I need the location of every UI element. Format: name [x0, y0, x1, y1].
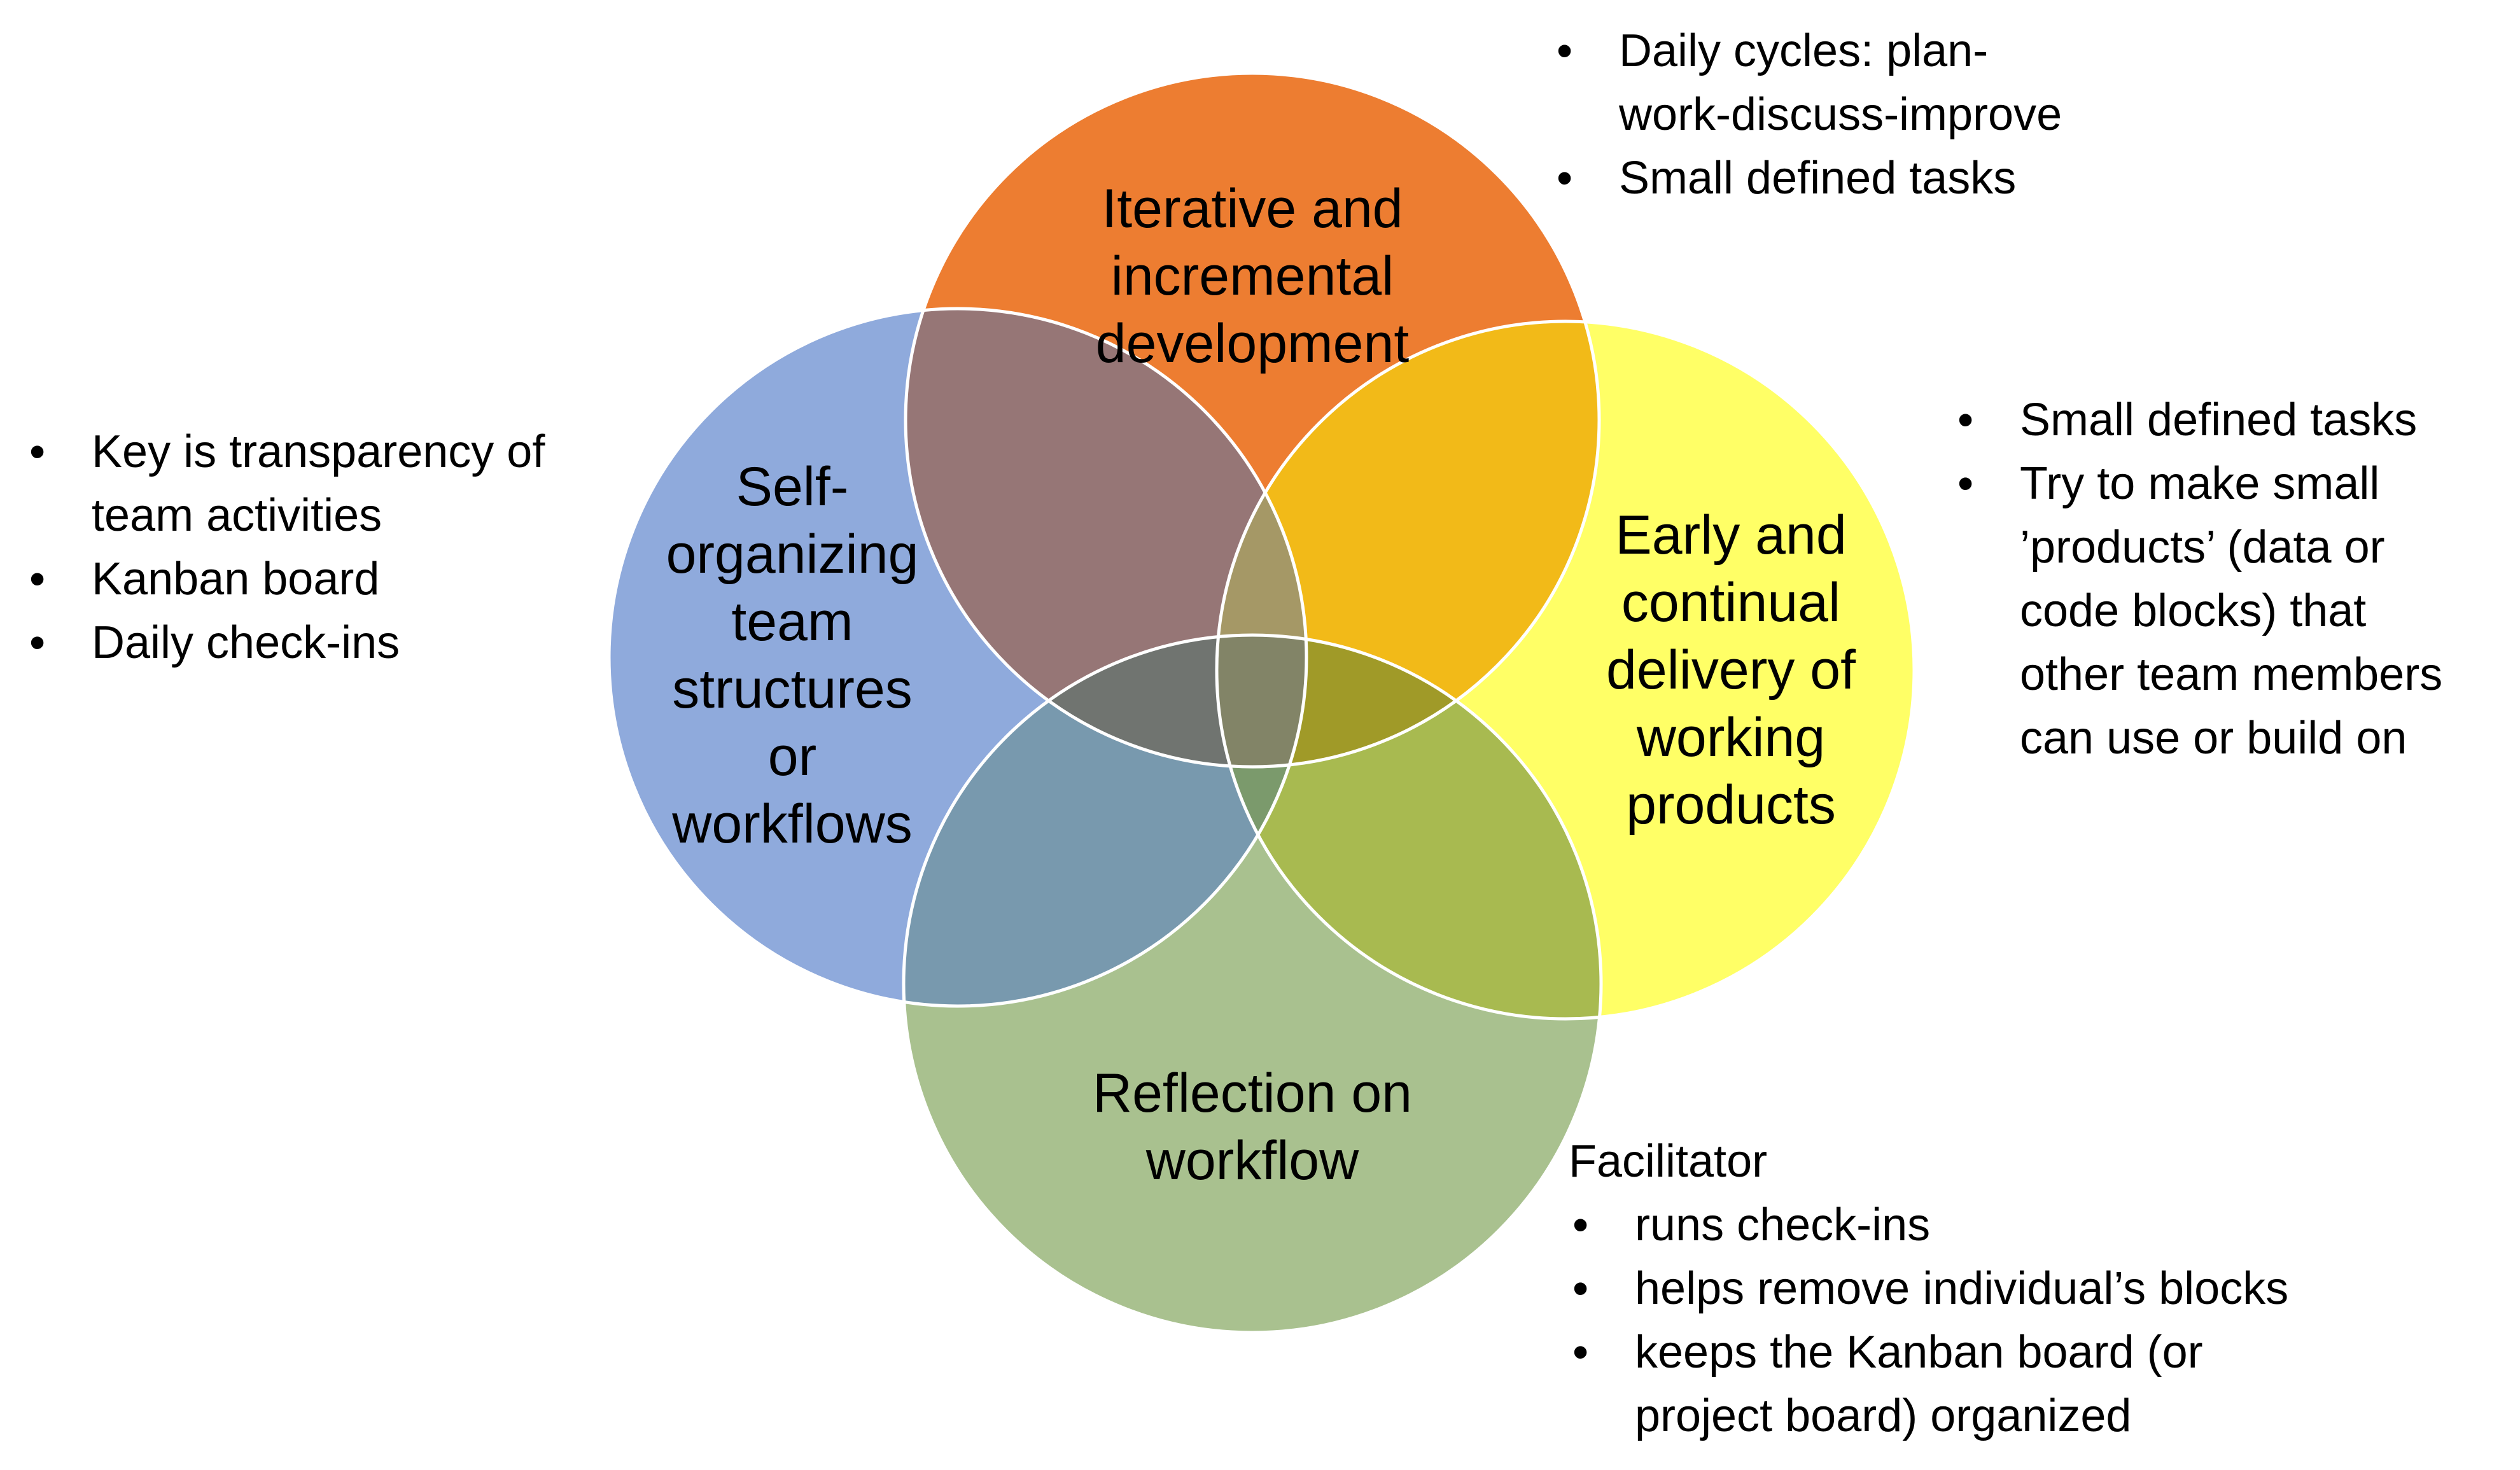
list-item: Key is transparency of	[25, 420, 545, 484]
list-item: Daily check-ins	[25, 611, 545, 675]
left-circle-label-line: Self-	[736, 456, 849, 517]
left-notes-list: Key is transparency of team activities K…	[25, 420, 545, 675]
list-item: Small defined tasks	[1954, 388, 2442, 452]
left-circle-label-line: workflows	[672, 794, 913, 855]
list-item-continuation: code blocks) that	[2020, 585, 2367, 636]
top-circle-label: Iterative and incremental development	[1061, 175, 1443, 377]
list-item-continuation: can use or build on	[2020, 713, 2407, 764]
list-item: keeps the Kanban board (or	[1569, 1320, 2288, 1384]
left-circle-label-line: organizing	[666, 524, 919, 585]
top-circle-label-line: incremental	[1110, 246, 1394, 307]
right-circle-label: Early and continual delivery of working …	[1578, 501, 1884, 839]
right-circle-label-line: continual	[1621, 572, 1841, 633]
list-item: Small defined tasks	[1553, 146, 2062, 210]
top-right-notes-list: Daily cycles: plan- work-discuss-improve…	[1553, 19, 2062, 210]
left-circle-outline	[607, 307, 1308, 1008]
list-item: Try to make small	[1954, 452, 2442, 515]
left-circle-label-line: or	[767, 726, 817, 787]
right-notes: Small defined tasks Try to make small ’p…	[1954, 388, 2442, 770]
top-circle-label-line: Iterative and	[1102, 178, 1403, 239]
right-circle-label-line: working	[1636, 707, 1826, 768]
list-item: helps remove individual’s blocks	[1569, 1257, 2288, 1320]
list-item-continuation: team activities	[92, 490, 382, 541]
facilitator-notes-list: runs check-ins helps remove individual’s…	[1569, 1193, 2288, 1448]
list-item-continuation: work-discuss-improve	[1619, 89, 2062, 140]
top-circle-outline	[904, 71, 1601, 769]
top-circle-label-line: development	[1095, 313, 1410, 374]
top-right-notes: Daily cycles: plan- work-discuss-improve…	[1553, 19, 2062, 210]
left-notes: Key is transparency of team activities K…	[25, 420, 545, 675]
list-item-continuation: project board) organized	[1635, 1390, 2132, 1441]
list-item: runs check-ins	[1569, 1193, 2288, 1257]
facilitator-heading: Facilitator	[1569, 1136, 1768, 1187]
right-circle-outline	[1215, 319, 1916, 1021]
list-item: Kanban board	[25, 547, 545, 611]
list-item-continuation: ’products’ (data or	[2020, 522, 2385, 573]
right-circle-label-line: products	[1626, 774, 1836, 836]
facilitator-notes: Facilitator runs check-ins helps remove …	[1569, 1130, 2288, 1448]
right-circle-label-line: Early and	[1615, 505, 1847, 566]
bottom-circle-outline	[902, 633, 1603, 1334]
right-notes-list: Small defined tasks Try to make small ’p…	[1954, 388, 2442, 770]
bottom-circle-label-line: workflow	[1145, 1130, 1359, 1191]
right-circle-label-line: delivery of	[1606, 640, 1856, 701]
list-item-continuation: other team members	[2020, 649, 2443, 700]
left-circle-label-line: structures	[672, 659, 913, 720]
left-circle-label: Self- organizing team structures or work…	[636, 453, 948, 858]
bottom-circle-label-line: Reflection on	[1093, 1063, 1412, 1124]
bottom-circle-label: Reflection on workflow	[1061, 1060, 1443, 1194]
list-item: Daily cycles: plan-	[1553, 19, 2062, 83]
left-circle-label-line: team	[731, 591, 853, 652]
